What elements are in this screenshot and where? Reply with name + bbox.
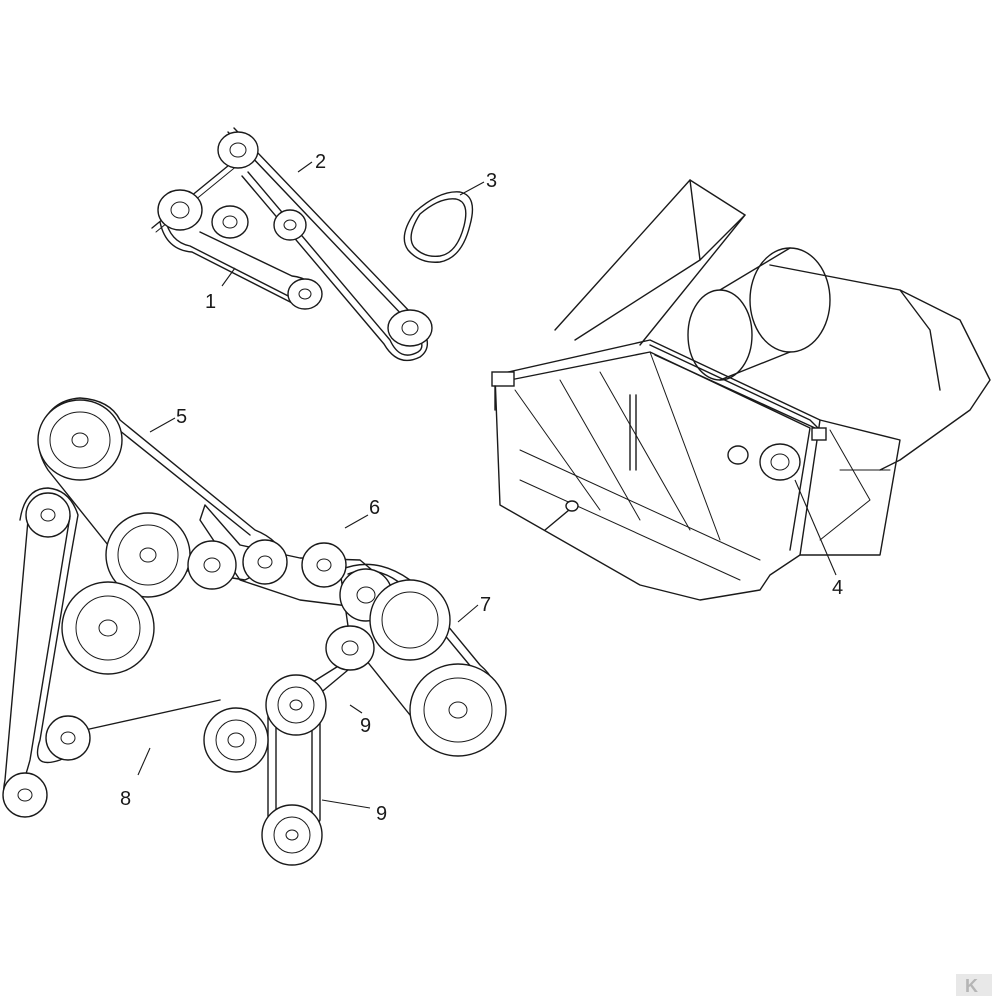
watermark-text: K [965, 976, 978, 996]
pulley [301, 542, 347, 588]
leader-line-3 [459, 181, 485, 196]
large-belt-drive-assembly [2, 397, 507, 866]
pulley [242, 539, 288, 585]
watermark-logo: K [956, 974, 992, 996]
leader-line-2 [297, 161, 313, 173]
pulley [287, 278, 323, 310]
leader-line-9b [321, 799, 371, 809]
callout-9a: 9 [360, 715, 371, 737]
pulley [265, 674, 327, 736]
pulley [217, 131, 259, 169]
pulley [61, 581, 155, 675]
callout-3: 3 [486, 170, 497, 192]
pulley [25, 492, 71, 538]
machine-housing-4 [491, 179, 991, 601]
pulley [325, 625, 375, 671]
callout-8: 8 [120, 788, 131, 810]
housing-pulley [759, 443, 801, 481]
leader-line-4 [794, 479, 837, 576]
pulley [187, 540, 237, 590]
callout-6: 6 [369, 497, 380, 519]
callout-5: 5 [176, 406, 187, 428]
pulley [203, 707, 269, 773]
callout-7: 7 [480, 594, 491, 616]
leader-line-5 [149, 417, 176, 433]
pulley [157, 189, 203, 231]
callout-9b: 9 [376, 803, 387, 825]
callouts: 1 2 3 4 5 6 7 8 9 9 [120, 151, 843, 825]
leader-line-6 [344, 514, 369, 529]
pulley [261, 804, 323, 866]
callout-4: 4 [832, 577, 843, 599]
leader-line-8 [137, 747, 151, 776]
leader-line-9a [349, 704, 363, 714]
leader-line-1 [221, 267, 236, 287]
callout-2: 2 [315, 151, 326, 173]
belt-drive-assembly-1-2 [151, 127, 433, 362]
pulley [387, 309, 433, 347]
callout-1: 1 [205, 291, 216, 313]
pulley [273, 209, 307, 241]
pulley [2, 772, 48, 818]
pulley [45, 715, 91, 761]
leader-line-7 [457, 604, 479, 623]
loose-belt-3 [403, 191, 474, 263]
pulley [211, 205, 249, 239]
